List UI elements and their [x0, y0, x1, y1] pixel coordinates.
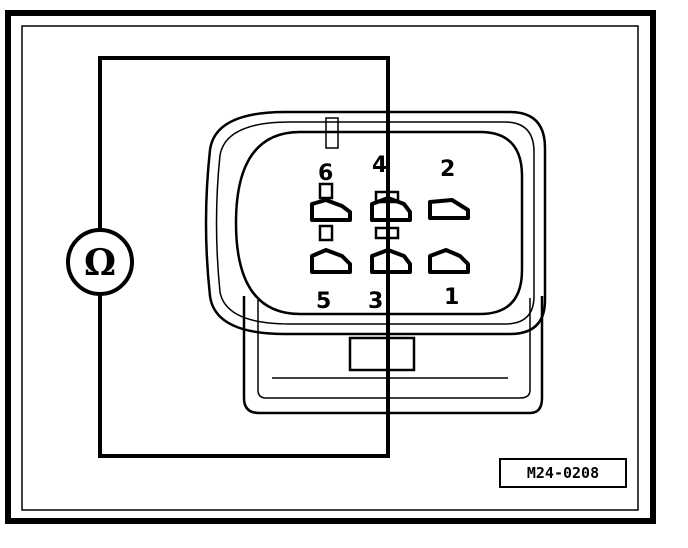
- test-wire: [98, 56, 390, 458]
- pin-label-6: 6: [318, 161, 333, 186]
- pin-3-socket: [370, 248, 412, 274]
- connector-shell-outer: [204, 110, 547, 336]
- ohmmeter: Ω: [66, 228, 134, 296]
- connector-housing: [204, 110, 547, 415]
- test-probe: [318, 182, 400, 242]
- connector-rear-body-inner: [257, 298, 531, 399]
- pin-1-socket: [428, 248, 470, 274]
- probe-body-upper: [374, 190, 400, 204]
- connector-inner-cavity: [234, 130, 524, 316]
- reference-box: [499, 458, 627, 488]
- pin-label-4: 4: [372, 153, 387, 178]
- pin-sockets: [310, 196, 470, 274]
- inner-frame: [21, 25, 639, 511]
- ohm-symbol: Ω: [84, 242, 116, 284]
- ohmmeter-circle: [66, 228, 134, 296]
- pin-2-socket: [428, 198, 470, 220]
- probe-tip-upper: [318, 182, 334, 200]
- pin-label-2: 2: [440, 157, 455, 182]
- reference-code: M24-0208: [527, 464, 599, 482]
- connector-shell-ring: [215, 121, 535, 325]
- outer-frame: [5, 10, 656, 524]
- pin-label-1: 1: [444, 285, 459, 310]
- connector-rear-body: [242, 296, 544, 415]
- connector-key-notch: [325, 117, 339, 149]
- reference-label: M24-0208: [499, 458, 627, 488]
- probe-tip-lower: [318, 224, 334, 242]
- pin-label-5: 5: [316, 289, 331, 314]
- pin-6-socket: [310, 198, 352, 222]
- pin-4-socket: [370, 196, 412, 222]
- pin-label-3: 3: [368, 289, 383, 314]
- pin-labels: 6 4 2 5 3 1: [316, 153, 459, 314]
- connector-latch: [348, 336, 416, 372]
- probe-body-lower: [374, 226, 400, 240]
- pin-5-socket: [310, 248, 352, 274]
